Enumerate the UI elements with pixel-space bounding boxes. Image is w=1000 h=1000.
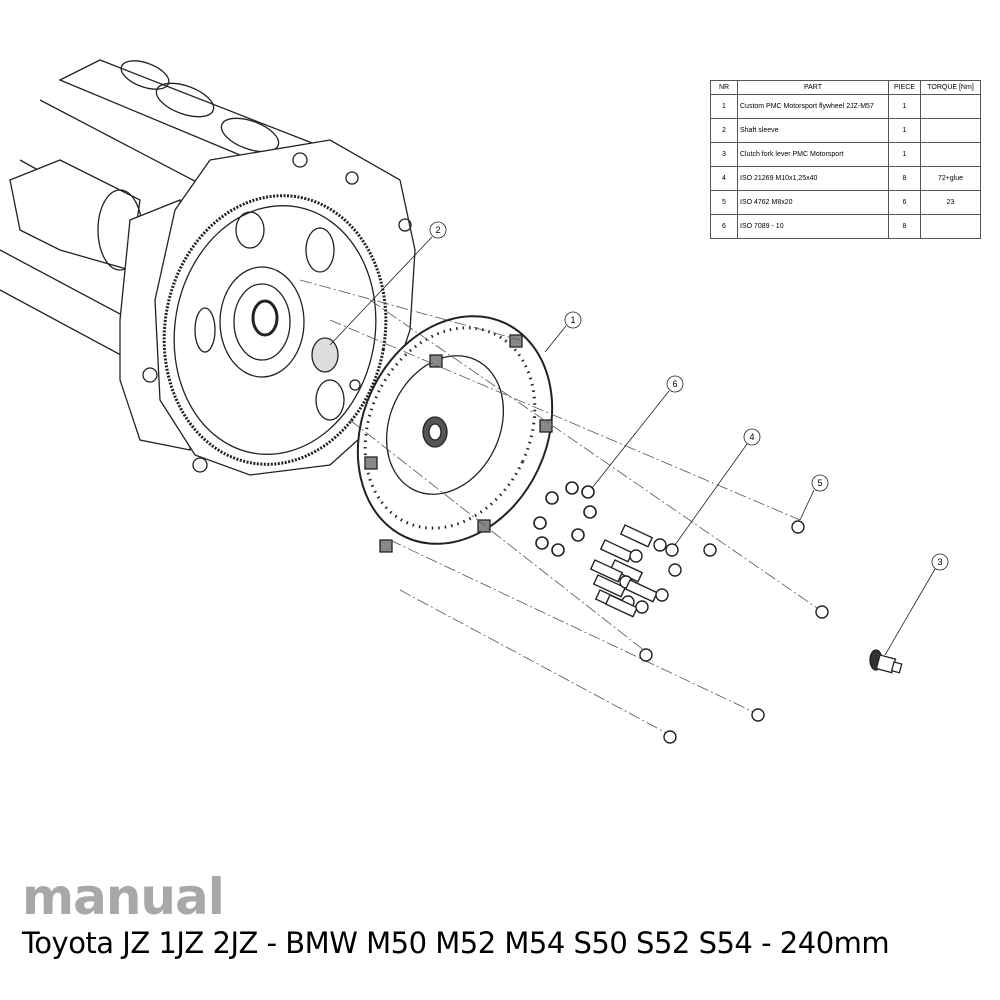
callout-3: 3 <box>884 553 949 656</box>
callout-2: 2 <box>329 221 447 346</box>
cell-part: Custom PMC Motorsport flywheel 2JZ-M57 <box>737 94 889 119</box>
adapter-plate <box>142 139 416 476</box>
cell-torque: 23 <box>920 190 981 215</box>
cell-part: Clutch fork lever PMC Motorsport <box>737 142 889 167</box>
callout-6: 6 <box>591 375 684 489</box>
svg-text:1: 1 <box>570 315 575 325</box>
cell-piece: 8 <box>888 214 921 239</box>
header-torque: TORQUE [Nm] <box>920 80 981 95</box>
cell-part: ISO 7089 - 10 <box>737 214 889 239</box>
cell-nr: 4 <box>710 166 738 191</box>
cell-piece: 1 <box>888 94 921 119</box>
cell-nr: 3 <box>710 142 738 167</box>
washers <box>533 481 597 557</box>
header-piece: PIECE <box>888 80 921 95</box>
cell-piece: 1 <box>888 118 921 143</box>
svg-text:3: 3 <box>937 557 942 567</box>
cell-piece: 6 <box>888 190 921 215</box>
cell-piece: 1 <box>888 142 921 167</box>
brand-label: manual <box>22 868 225 926</box>
clutch-fork-lever <box>869 649 903 674</box>
cell-torque <box>920 214 981 239</box>
callout-1: 1 <box>544 311 582 353</box>
cell-torque: 72+glue <box>920 166 981 191</box>
callout-5: 5 <box>799 474 829 521</box>
product-title: Toyota JZ 1JZ 2JZ - BMW M50 M52 M54 S50 … <box>22 926 890 960</box>
header-part: PART <box>737 80 889 95</box>
assembly-axes <box>299 279 821 736</box>
cell-part: ISO 4762 M8x20 <box>737 190 889 215</box>
cell-torque <box>920 142 981 167</box>
cell-nr: 2 <box>710 118 738 143</box>
cell-nr: 1 <box>710 94 738 119</box>
callout-4: 4 <box>674 428 761 546</box>
svg-text:6: 6 <box>672 379 677 389</box>
svg-text:5: 5 <box>817 478 822 488</box>
table-header-row: NR PART PIECE TORQUE [Nm] <box>710 80 981 95</box>
svg-text:4: 4 <box>749 432 754 442</box>
cell-part: Shaft sleeve <box>737 118 889 143</box>
cell-torque <box>920 94 981 119</box>
cell-nr: 6 <box>710 214 738 239</box>
header-nr: NR <box>710 80 738 95</box>
cell-piece: 8 <box>888 166 921 191</box>
cell-nr: 5 <box>710 190 738 215</box>
cell-torque <box>920 118 981 143</box>
svg-text:2: 2 <box>435 225 440 235</box>
bolts <box>589 520 829 744</box>
cell-part: ISO 21269 M10x1,25x40 <box>737 166 889 191</box>
